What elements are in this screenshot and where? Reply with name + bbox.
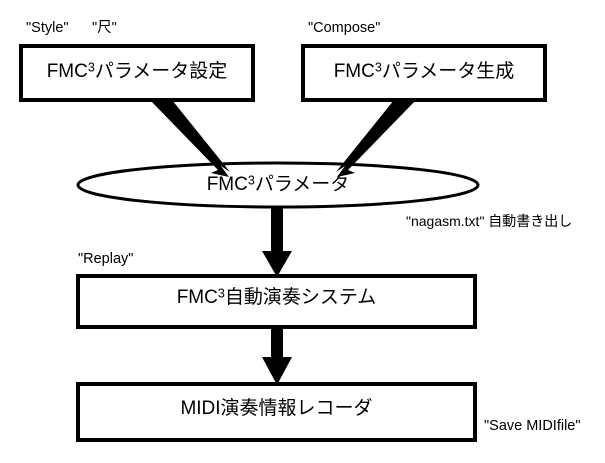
node-box-auto-performance-system [76,274,477,329]
node-label-midi-recorder-suffix: 演奏情報レコーダ [220,398,373,419]
arrow-parameters-to-auto-performance-system [262,207,292,277]
node-label-param-generation-superscript: 3 [374,60,382,75]
annotation-shaku: "尺" [92,20,117,36]
annotation-save-midifile: "Save MIDIfile" [484,418,581,434]
node-label-param-generation: FMC3パラメータ生成 [303,60,545,82]
node-box-param-setting [19,44,255,102]
annotation-replay: "Replay" [78,251,134,267]
node-label-parameters-suffix: パラメータ [254,174,350,195]
arrow-auto-performance-system-to-midi-recorder [262,327,292,385]
annotation-nagasm-file: "nagasm.txt" 自動書き出し [406,213,573,229]
node-label-parameters-superscript: 3 [247,173,255,188]
arrow-param-setting-to-parameters [150,100,230,177]
node-label-param-setting: FMC3パラメータ設定 [21,60,253,82]
node-label-auto-performance-system-superscript: 3 [217,286,225,301]
node-label-parameters: FMC3パラメータ [78,173,478,195]
node-label-auto-performance-system: FMC3自動演奏システム [78,286,475,308]
node-label-parameters-prefix: FMC [206,174,248,195]
node-box-param-generation [301,44,547,102]
node-label-param-generation-prefix: FMC [333,61,375,82]
node-label-auto-performance-system-suffix: 自動演奏システム [224,287,377,308]
node-label-param-setting-suffix: パラメータ設定 [94,61,228,82]
node-box-midi-recorder [76,382,477,442]
node-label-auto-performance-system-prefix: FMC [176,287,218,308]
node-label-midi-recorder: MIDI演奏情報レコーダ [78,399,475,418]
annotation-style: "Style" [26,20,69,36]
annotation-compose: "Compose" [308,20,381,36]
node-label-midi-recorder-prefix: MIDI [180,398,221,419]
arrow-param-generation-to-parameters [336,100,416,177]
node-label-param-generation-suffix: パラメータ生成 [381,61,515,82]
node-label-param-setting-prefix: FMC [46,61,88,82]
node-label-param-setting-superscript: 3 [87,60,95,75]
